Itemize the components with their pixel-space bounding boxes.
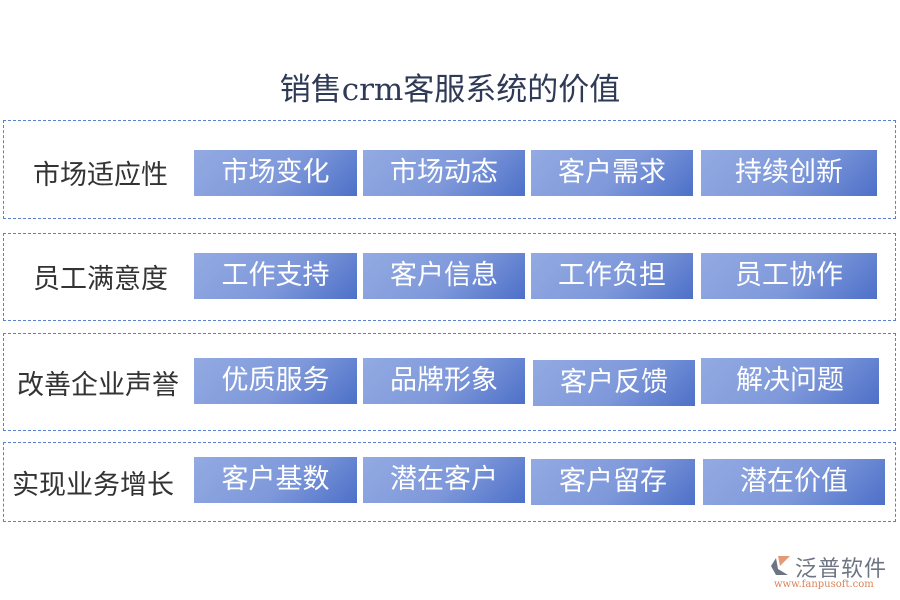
section-label: 市场适应性 [33,160,168,191]
item-button[interactable]: 客户信息 [363,253,525,299]
logo-name: 泛普软件 [795,557,888,582]
section-reputation [3,333,896,431]
item-button[interactable]: 工作负担 [531,253,693,299]
section-business-growth [3,442,896,522]
item-button[interactable]: 客户留存 [531,459,695,505]
section-label: 改善企业声誉 [17,370,179,401]
logo-url: www.fanpusoft.com [774,579,874,590]
page-title: 销售crm客服系统的价值 [279,72,621,108]
item-button[interactable]: 市场变化 [194,150,357,196]
item-button[interactable]: 优质服务 [194,358,357,404]
item-button[interactable]: 客户需求 [531,150,693,196]
item-button[interactable]: 工作支持 [194,253,357,299]
item-button[interactable]: 客户基数 [194,457,357,503]
item-button[interactable]: 客户反馈 [533,360,695,406]
logo-icon [771,556,790,575]
section-employee-satisfaction [3,233,896,321]
item-button[interactable]: 品牌形象 [363,358,525,404]
section-label: 实现业务增长 [12,470,174,501]
item-button[interactable]: 潜在价值 [703,459,885,505]
section-market-adaptability [3,120,896,219]
item-button[interactable]: 持续创新 [701,150,877,196]
section-label: 员工满意度 [33,264,168,295]
brand-logo: 泛普软件 www.fanpusoft.com [770,553,895,593]
item-button[interactable]: 市场动态 [363,150,525,196]
item-button[interactable]: 员工协作 [701,253,877,299]
item-button[interactable]: 解决问题 [701,358,879,404]
item-button[interactable]: 潜在客户 [363,457,525,503]
